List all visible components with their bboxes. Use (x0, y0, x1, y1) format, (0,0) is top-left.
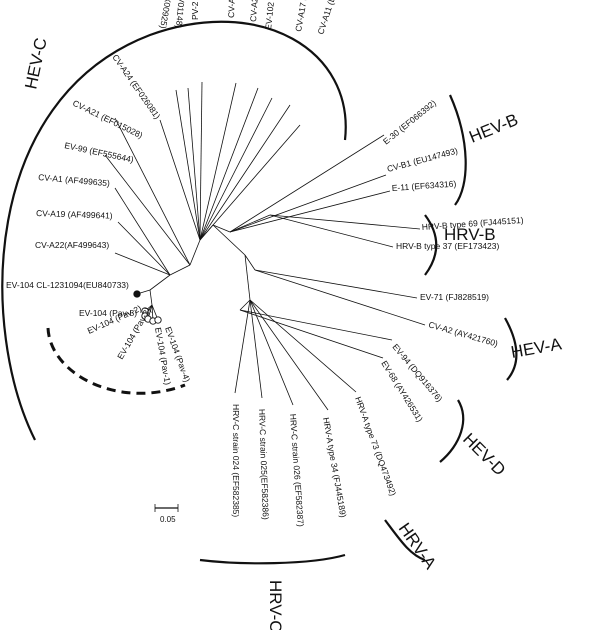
tree-edge (244, 254, 256, 271)
leaf-branch-pv3 (175, 89, 201, 241)
scale-bar-label: 0.05 (160, 515, 176, 524)
leaf-branch-cva22 (114, 252, 171, 276)
leaf-branch-hrva34 (249, 299, 329, 411)
tree-edge (239, 299, 251, 311)
leaf-label-cva21: CV-A21 (EF015028) (71, 98, 144, 141)
leaf-label-hrvb37: HRV-B type 37 (EF173423) (396, 241, 499, 251)
group-label-hev_d: HEV-D (459, 429, 509, 479)
bracket-hrv_c (199, 553, 346, 565)
leaf-branch-ev68 (239, 309, 384, 359)
bracket-hrv_a (384, 519, 426, 562)
marker-pav4 (154, 316, 162, 324)
leaf-label-e11: E-11 (EF634316) (391, 179, 456, 193)
leaf-label-hrvc026: HRV-C strain 026 (EF582387) (288, 413, 306, 527)
sample-markers (133, 290, 162, 325)
leaf-branch-cvb1 (229, 174, 387, 233)
leaf-label-pv1: PV-1 (V01148) (174, 0, 189, 29)
leaf-label-e30: E-30 (EF066392) (381, 98, 438, 147)
leaf-label-ev71: EV-71 (FJ828519) (420, 292, 489, 302)
leaf-label-cvb1: CV-B1 (EU147493) (386, 145, 459, 174)
group-label-hev_a: HEV-A (509, 334, 563, 362)
leaf-branch-ev94 (239, 309, 393, 341)
leaf-branch-cva20 (199, 87, 259, 241)
leaf-label-cva1: CV-A1 (AF499635) (38, 172, 111, 188)
leaf-label-hrva73: HRV-A type 73 (DQ473492) (353, 395, 398, 497)
tree-edge (149, 274, 171, 291)
ev104-dashed-arc (46, 327, 186, 395)
leaf-branch-ev71 (254, 269, 418, 299)
leaf-branch-cva17 (199, 104, 291, 241)
leaf-branch-ev102 (199, 97, 273, 241)
leaf-label-pav5: EV-104 (Pav-5) (79, 308, 137, 318)
leaf-branch-cva24 (159, 119, 201, 241)
leaf-branch-hrva73 (249, 299, 357, 393)
leaf-label-cva13: CV-A13 (DQ995639) (226, 0, 239, 18)
group-label-hev_c: HEV-C (21, 36, 50, 91)
leaf-label-hrva34: HRV-A type 34 (FJ445189) (321, 417, 348, 519)
group-labels: HEV-C HEV-B HRV-B HEV-A HEV-D HRV-A HRV-C (21, 36, 563, 630)
leaf-branch-cva19 (117, 221, 171, 276)
leaf-label-cva20: CV-A20 (AF465514) (248, 0, 263, 22)
group-brackets (1, 20, 518, 565)
tree-edge (169, 264, 191, 276)
group-label-hrv_c: HRV-C (266, 580, 285, 630)
bracket-hev_a (504, 317, 518, 381)
leaf-branch-cva11 (199, 124, 301, 241)
leaf-label-cva2: CV-A2 (AY421760) (427, 319, 499, 348)
leaf-branch-e30 (229, 134, 385, 233)
leaf-label-cva17: CV-A17 (DQ995645) (293, 0, 316, 32)
leaf-label-ev102: EV-102 (EF555645) (263, 0, 281, 30)
leaf-branch-cva1 (114, 187, 171, 276)
leaf-branch-ev99 (104, 154, 191, 266)
tree-edge (212, 224, 231, 233)
leaf-branch-hrvb69 (269, 214, 421, 230)
leaf-label-ev99: EV-99 (EF555644) (64, 140, 135, 164)
leaf-label-cva19: CV-A19 (AF499641) (36, 208, 113, 221)
group-label-hrv_b: HRV-B (444, 225, 496, 244)
marker-ev104cl (133, 290, 141, 298)
leaf-branch-cva13 (199, 82, 237, 241)
leaf-branch-e11 (229, 190, 391, 233)
leaf-branch-cva21 (114, 117, 191, 266)
tree-branches (104, 81, 426, 411)
leaf-label-cva24: CV-A24 (EF026081) (110, 52, 162, 121)
leaf-label-cva22: CV-A22(AF499643) (35, 240, 109, 250)
leaf-branch-hrvb37 (269, 214, 394, 248)
group-label-hev_b: HEV-B (466, 110, 520, 147)
leaf-label-hrvc024: HRV-C strain 024 (EF582385) (231, 404, 241, 517)
tree-edge (244, 254, 251, 301)
tree-edge (212, 224, 246, 256)
leaf-label-pv2: PV-2 (X00595) (190, 0, 200, 20)
leaf-label-ev104cl: EV-104 CL-1231094(EU840733) (6, 280, 129, 290)
leaf-label-hrvc025: HRV-C strain 025(EF582386) (257, 409, 271, 520)
tree-edge (189, 239, 201, 266)
leaf-branch-hrvc024 (234, 299, 251, 394)
leaf-branch-cva2 (254, 269, 426, 326)
bracket-hev_c (1, 20, 347, 441)
leaf-labels: PV-3 (X00925)PV-1 (V01148)PV-2 (X00595)C… (6, 0, 524, 527)
leaf-branch-pv2 (199, 81, 203, 241)
leaf-branch-pv1 (187, 87, 201, 241)
leaf-branch-hrvc025 (249, 299, 263, 399)
leaf-label-cva11: CV-A11 (DQ995634) (315, 0, 349, 36)
scale-bar: 0.05 (154, 504, 179, 524)
bracket-hrv_b (424, 214, 438, 276)
leaf-branch-hrvc026 (249, 299, 294, 406)
bracket-hev_d (439, 399, 465, 463)
group-label-hrv_a: HRV-A (395, 519, 441, 573)
tree-edge (149, 289, 153, 306)
bracket-hev_b (448, 94, 467, 206)
